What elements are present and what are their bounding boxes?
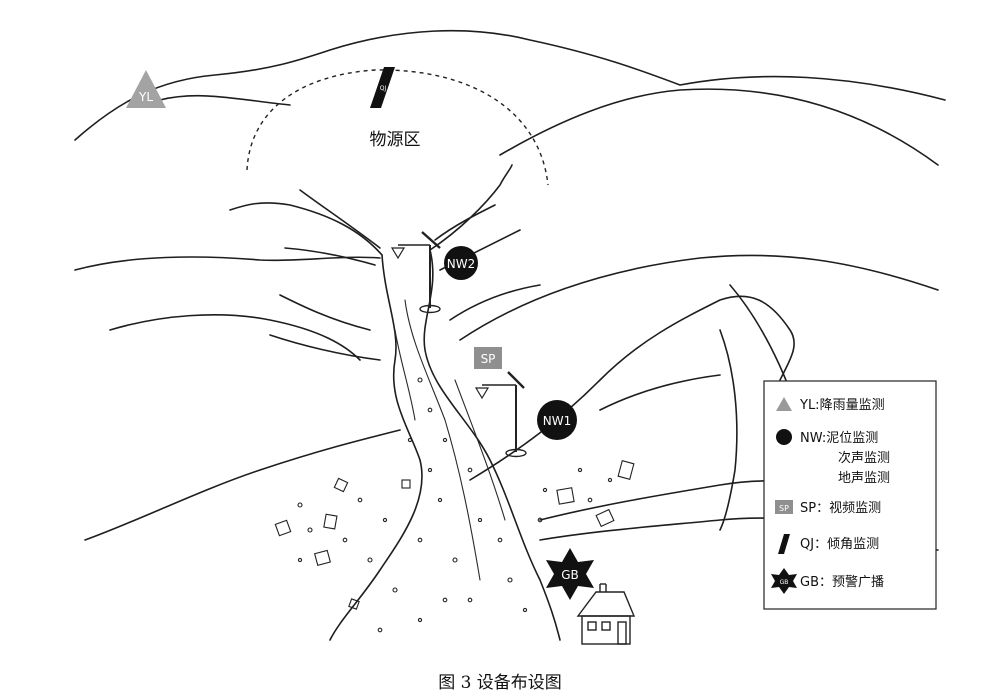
house-icon <box>578 584 634 644</box>
legend-sp-text: SP：视频监测 <box>800 501 881 516</box>
debris-flow-channel <box>230 165 560 640</box>
gb-icon-label: GB <box>561 568 579 582</box>
legend-gb-text: GB：预警广播 <box>800 574 884 590</box>
legend-qj-text: QJ：倾角监测 <box>800 537 879 552</box>
rain-gauge-station-yl: YL <box>126 70 166 108</box>
nw2-icon-label: NW2 <box>447 257 475 271</box>
debris-rocks <box>275 378 634 632</box>
legend-sp-icon-label: SP <box>779 504 789 513</box>
yl-icon-label: YL <box>138 90 153 104</box>
legend-item-sp: SP SP：视频监测 <box>775 500 881 516</box>
legend-nw-line2: 次声监测 <box>838 450 890 466</box>
tilt-sensor-qj: QJ <box>370 67 395 108</box>
legend-yl-text: YL:降雨量监测 <box>799 398 885 413</box>
circle-icon <box>776 429 792 445</box>
source-area-label: 物源区 <box>370 130 421 150</box>
source-area-boundary <box>247 70 548 185</box>
warning-broadcast-gb: GB <box>546 548 594 600</box>
mud-level-station-nw1: NW1 <box>476 372 577 457</box>
legend-nw-line3: 地声监测 <box>838 471 890 486</box>
legend: YL:降雨量监测 NW:泥位监测 次声监测 地声监测 SP SP：视频监测 QJ… <box>764 381 936 609</box>
video-station-sp: SP <box>474 347 502 369</box>
qj-icon-label: QJ <box>380 85 387 92</box>
sp-icon-label: SP <box>481 352 496 366</box>
legend-nw-line1: NW:泥位监测 <box>800 431 878 446</box>
figure-caption: 图 3 设备布设图 <box>0 668 1000 693</box>
legend-gb-icon-label: GB <box>780 579 789 586</box>
nw1-icon-label: NW1 <box>543 414 571 428</box>
